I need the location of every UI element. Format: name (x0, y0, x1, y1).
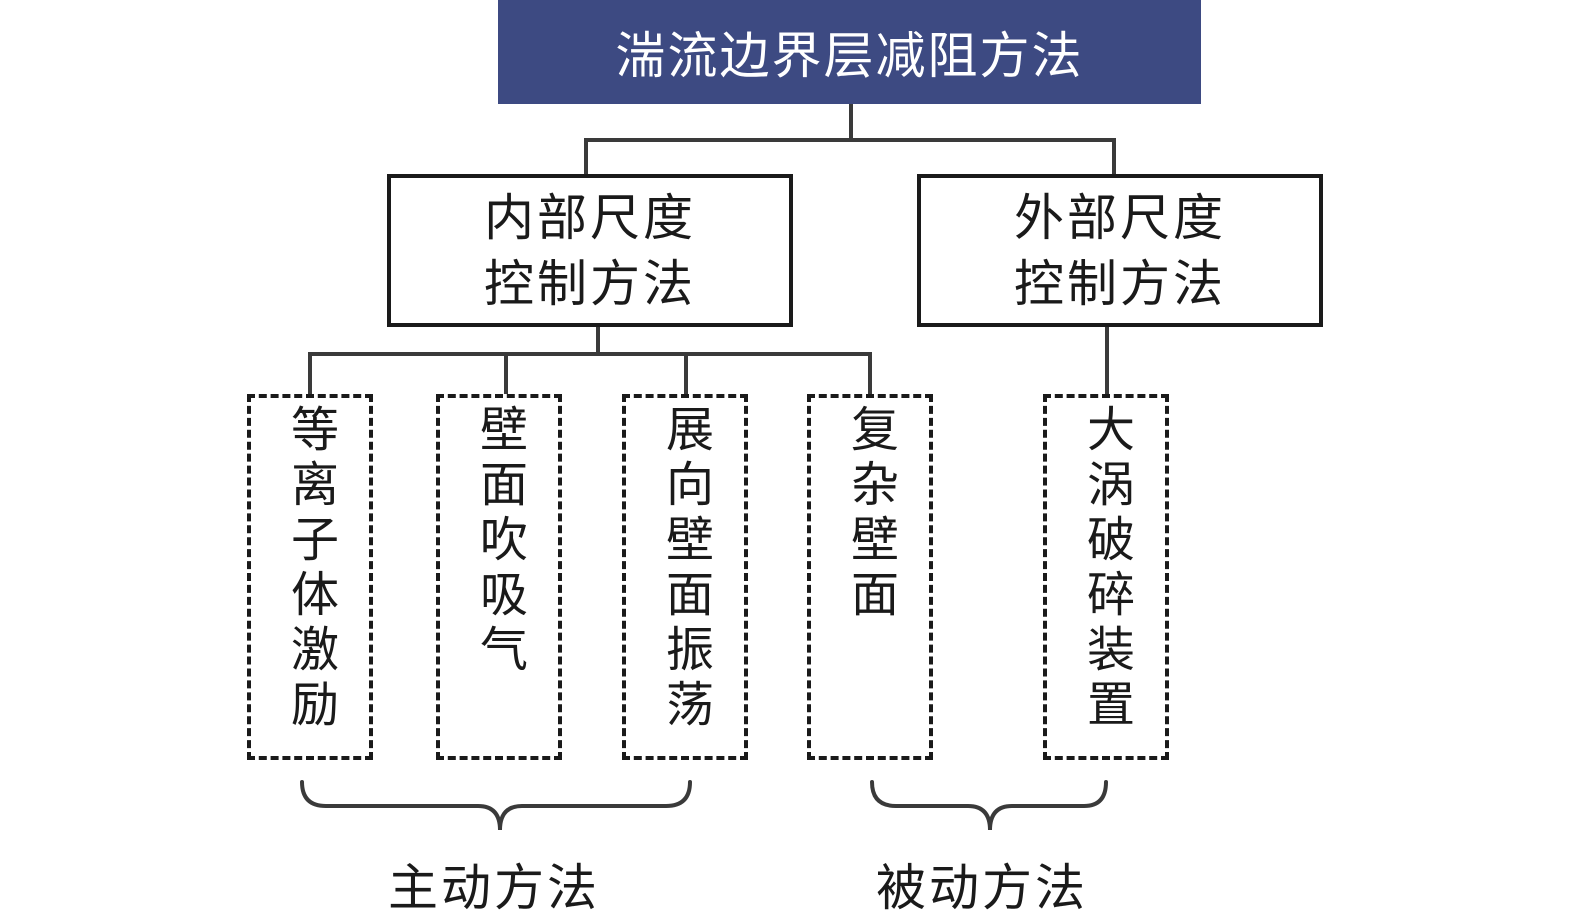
root-connector (584, 104, 1116, 176)
passive-methods-label: 被动方法 (876, 859, 1088, 917)
internal-label-line1: 内部尺度 (484, 188, 696, 247)
internal-connector (308, 325, 872, 396)
leaf-label: 大涡破碎装置 (1078, 404, 1134, 734)
root-node: 湍流边界层减阻方法 (498, 0, 1201, 104)
leaf-spanwise-wall-oscillation: 展向壁面振荡 (622, 394, 748, 760)
internal-scale-node: 内部尺度 控制方法 (387, 174, 793, 327)
leaf-label: 展向壁面振荡 (657, 404, 713, 734)
external-label-line2: 控制方法 (1014, 254, 1226, 313)
passive-brace (870, 780, 1108, 831)
leaf-complex-wall: 复杂壁面 (807, 394, 933, 760)
external-scale-node: 外部尺度 控制方法 (917, 174, 1323, 327)
leaf-label: 等离子体激励 (282, 404, 338, 734)
root-box-fill (498, 0, 1201, 104)
active-methods-label: 主动方法 (388, 859, 600, 917)
external-label-line1: 外部尺度 (1014, 188, 1226, 247)
internal-label-line2: 控制方法 (484, 254, 696, 313)
leaf-label: 复杂壁面 (842, 404, 898, 624)
leaf-label: 壁面吹吸气 (471, 404, 527, 679)
leaf-wall-suction-blowing: 壁面吹吸气 (436, 394, 562, 760)
root-label: 湍流边界层减阻方法 (615, 27, 1084, 85)
leaf-large-eddy-breakup: 大涡破碎装置 (1043, 394, 1169, 760)
leaf-plasma-actuation: 等离子体激励 (247, 394, 373, 760)
active-brace (300, 780, 692, 831)
